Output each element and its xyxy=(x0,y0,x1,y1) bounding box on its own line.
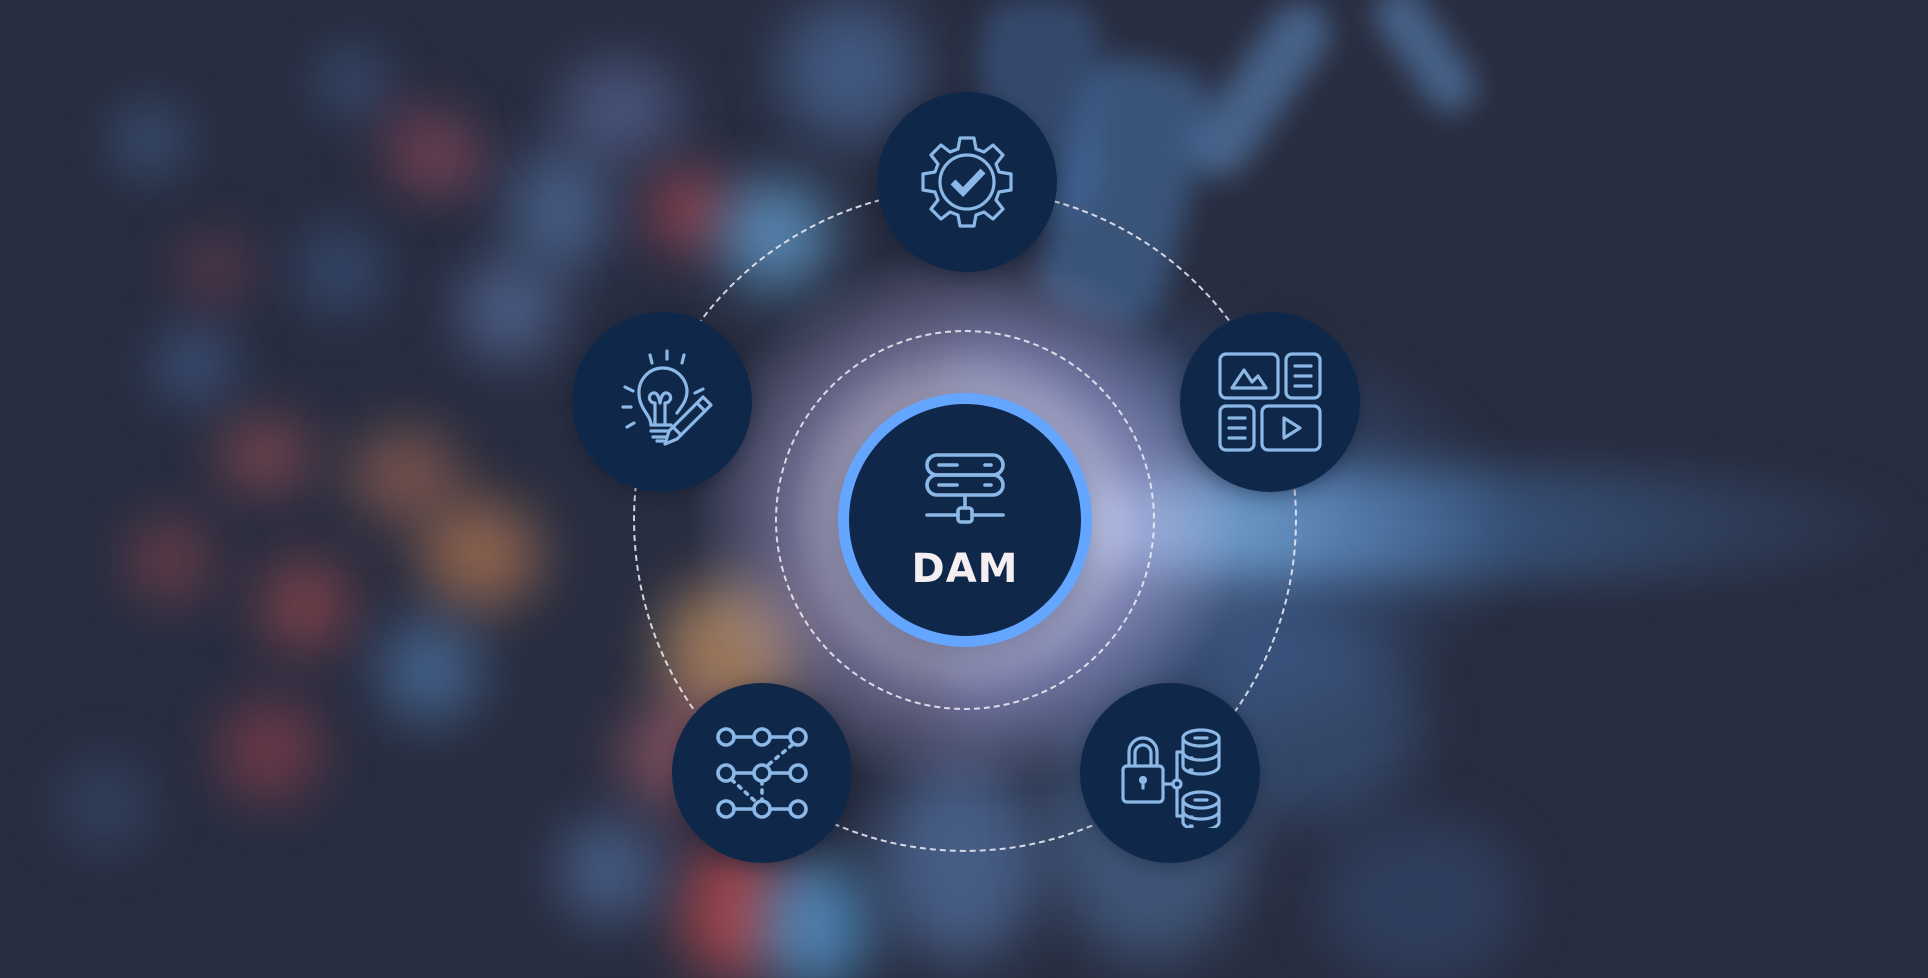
settings-check-node[interactable] xyxy=(877,92,1057,272)
media-grid-icon xyxy=(1216,348,1324,456)
lightbulb-pencil-icon xyxy=(607,347,717,457)
workflow-node[interactable] xyxy=(672,683,852,863)
node-workflow-icon xyxy=(712,723,812,823)
gear-check-icon xyxy=(917,132,1017,232)
lock-database-icon xyxy=(1115,718,1225,828)
creative-ideas-node[interactable] xyxy=(572,312,752,492)
dam-center-inner: DAM xyxy=(849,404,1081,636)
dam-label: DAM xyxy=(911,545,1019,592)
secure-storage-node[interactable] xyxy=(1080,683,1260,863)
media-assets-node[interactable] xyxy=(1180,312,1360,492)
server-network-icon xyxy=(923,452,1007,535)
inner-dashed-ring xyxy=(775,330,1155,710)
dam-center-node[interactable]: DAM xyxy=(838,393,1092,647)
